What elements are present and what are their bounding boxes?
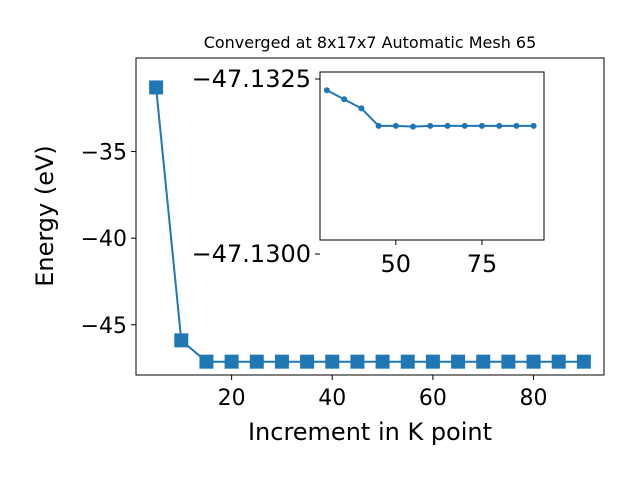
- main-data-point: [476, 354, 491, 369]
- inset-data-point: [461, 122, 468, 129]
- inset-x-tick-label: 50: [381, 250, 412, 278]
- inset-y-axis: −47.1325 −47.1300: [192, 65, 320, 268]
- main-data-point: [350, 354, 365, 369]
- main-data-point: [375, 354, 390, 369]
- main-y-tick-label: −45: [81, 314, 127, 339]
- inset-data-point: [427, 122, 434, 129]
- inset-data-point: [392, 122, 399, 129]
- y-axis-label: Energy (eV): [31, 145, 59, 287]
- main-data-point: [551, 354, 566, 369]
- main-data-point: [199, 354, 214, 369]
- main-data-point: [501, 354, 516, 369]
- main-x-axis: 20 40 60 80: [218, 375, 548, 411]
- main-x-tick-label: 80: [520, 386, 548, 411]
- inset-plot: 50 75 −47.1325 −47.1300: [192, 65, 545, 278]
- main-data-point: [400, 354, 415, 369]
- inset-data-point: [530, 122, 537, 129]
- main-data-point: [526, 354, 541, 369]
- inset-data-point: [341, 96, 348, 103]
- main-series: [149, 80, 591, 369]
- main-data-point: [274, 354, 289, 369]
- main-data-point: [149, 80, 164, 95]
- inset-data-point: [375, 122, 382, 129]
- main-y-axis: −35 −40 −45: [81, 141, 136, 339]
- inset-background: [320, 72, 544, 240]
- main-y-tick-label: −35: [81, 141, 127, 166]
- main-plot-frame: [135, 57, 605, 376]
- inset-x-tick-label: 75: [467, 250, 498, 278]
- inset-frame: [319, 71, 545, 241]
- main-data-point: [249, 354, 264, 369]
- inset-data-point: [444, 122, 451, 129]
- main-x-tick-label: 60: [419, 386, 447, 411]
- main-data-point: [576, 354, 591, 369]
- main-data-point: [174, 333, 189, 348]
- inset-data-point: [513, 122, 520, 129]
- main-plot: Converged at 8x17x7 Automatic Mesh 65 20…: [31, 33, 605, 446]
- inset-data-point: [358, 105, 365, 112]
- main-data-point: [224, 354, 239, 369]
- main-data-point: [425, 354, 440, 369]
- inset-data-point: [323, 87, 330, 94]
- chart-title: Converged at 8x17x7 Automatic Mesh 65: [204, 33, 537, 52]
- inset-y-tick-label: −47.1300: [192, 240, 311, 268]
- inset-data-point: [478, 122, 485, 129]
- inset-data-point: [496, 122, 503, 129]
- x-axis-label: Increment in K point: [248, 418, 492, 446]
- inset-y-tick-label: −47.1325: [192, 65, 311, 93]
- main-x-tick-label: 40: [318, 386, 346, 411]
- inset-series: [323, 87, 537, 130]
- main-y-tick-label: −40: [81, 227, 127, 252]
- main-data-point: [300, 354, 315, 369]
- inset-data-point: [410, 123, 417, 130]
- main-data-point: [451, 354, 466, 369]
- inset-x-axis: 50 75: [381, 240, 498, 278]
- main-x-tick-label: 20: [218, 386, 246, 411]
- main-data-point: [325, 354, 340, 369]
